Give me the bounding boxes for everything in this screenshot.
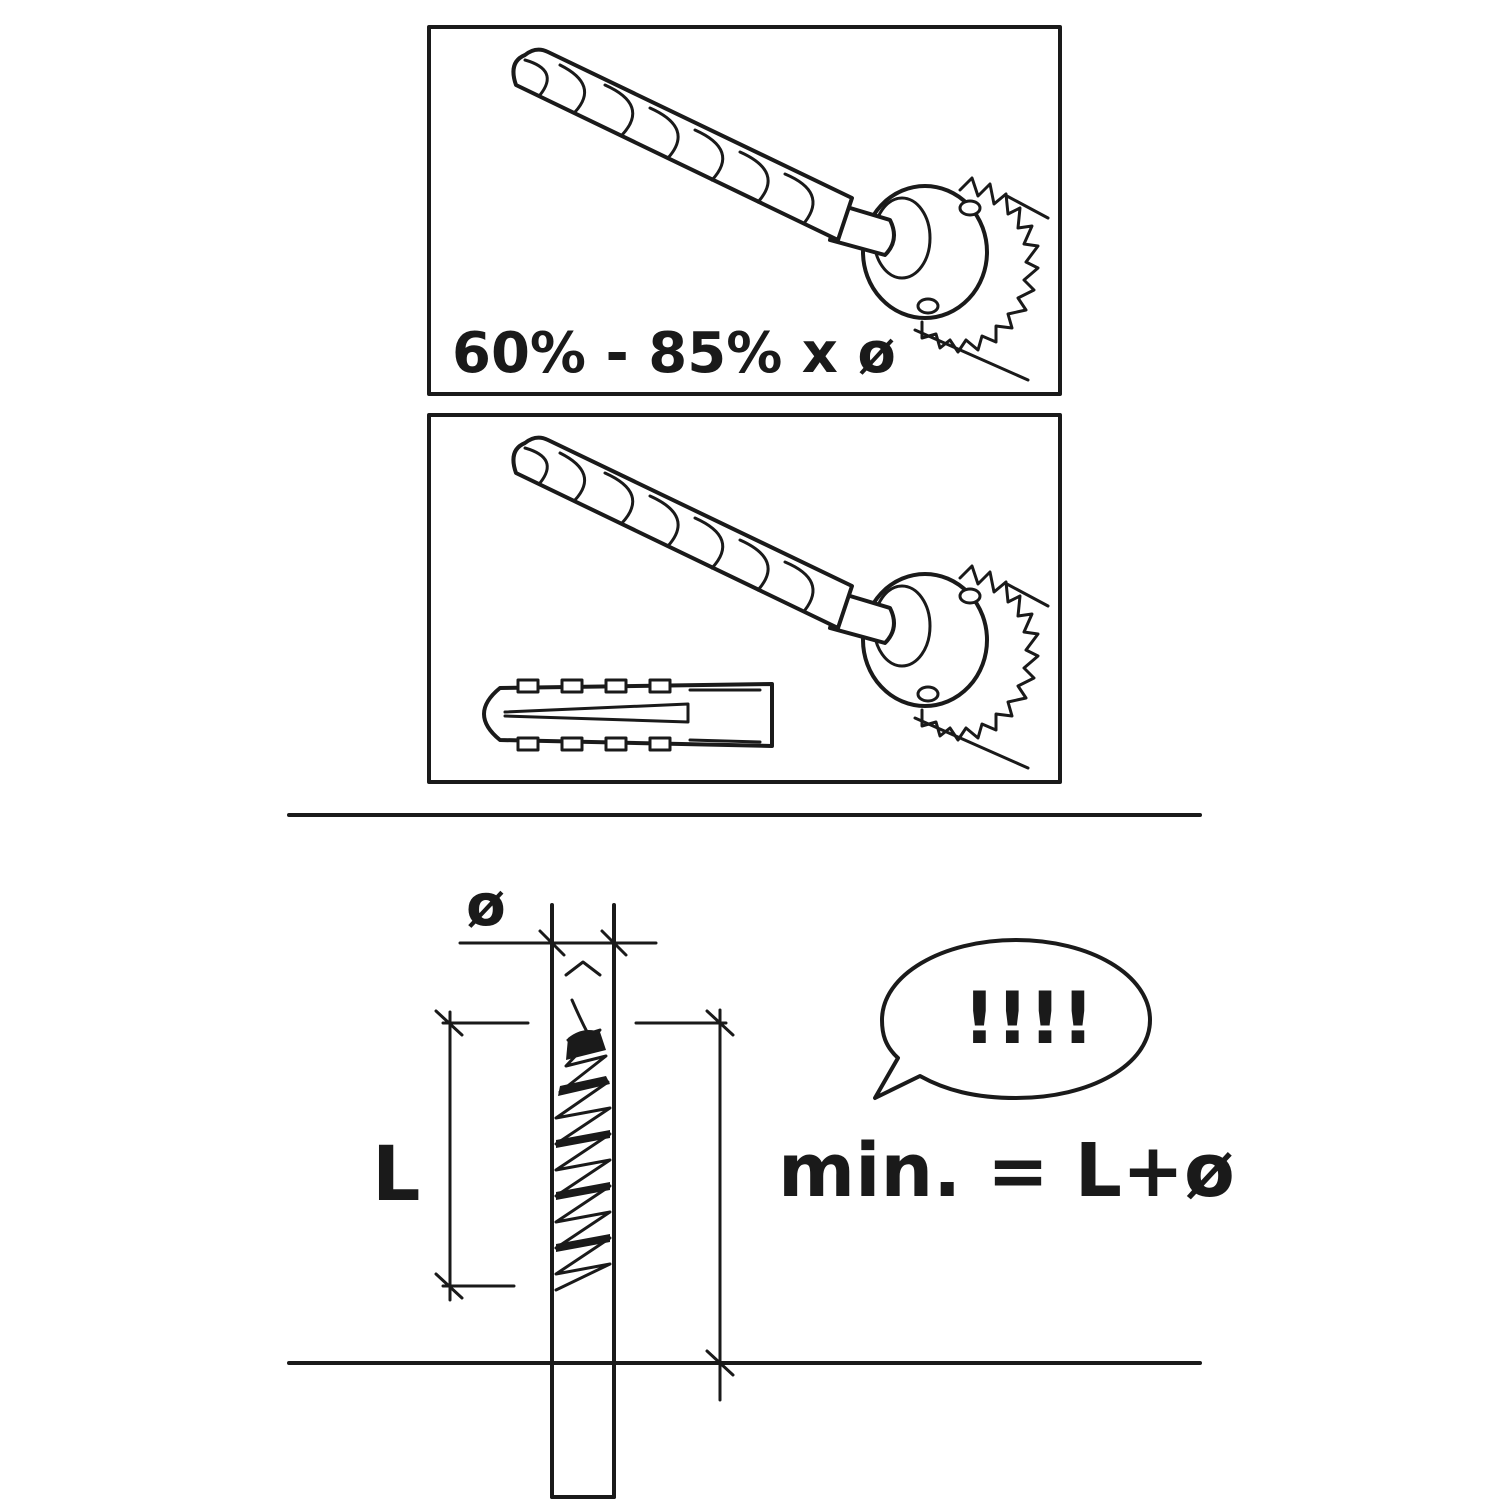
screw-icon	[554, 960, 612, 1292]
panel-middle-frame	[427, 413, 1062, 784]
min-depth-formula: min. = L+ø	[778, 1128, 1235, 1214]
warning-speech-bubble	[873, 938, 1152, 1100]
screw-diagram: ø L !!!! min. = L+ø	[287, 813, 1235, 1499]
length-dimension	[434, 1009, 530, 1302]
min-depth-dimension	[634, 1008, 735, 1402]
wall-plug-icon	[482, 678, 774, 752]
drilled-hole	[550, 903, 616, 1499]
diameter-symbol: ø	[466, 871, 506, 939]
diameter-dimension	[458, 903, 658, 962]
length-symbol: L	[372, 1129, 420, 1218]
exclamation-marks: !!!!	[963, 976, 1094, 1060]
panel-middle	[427, 413, 1062, 784]
panel-top-frame	[427, 25, 1062, 396]
drill-ratio-label: 60% - 85% x ø	[452, 321, 896, 386]
panel-top: 60% - 85% x ø	[427, 25, 1062, 396]
